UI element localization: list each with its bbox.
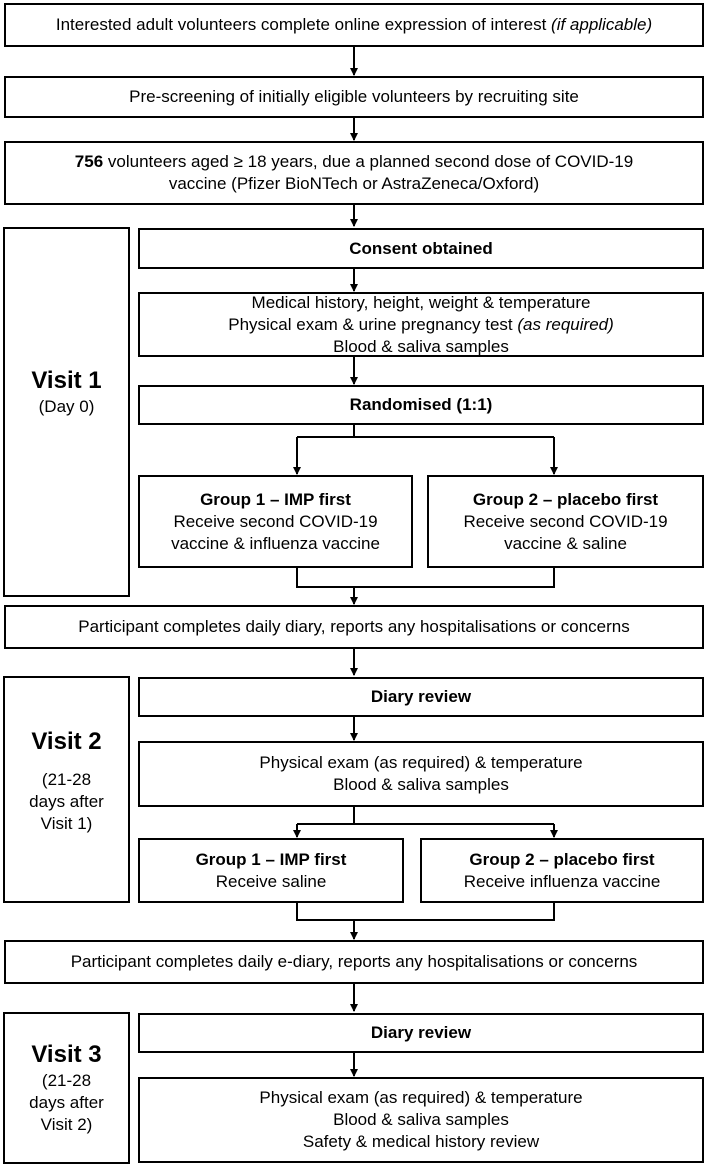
medical-line2: Physical exam & urine pregnancy test (as… xyxy=(228,314,614,336)
step3-line1-text: volunteers aged ≥ 18 years, due a planne… xyxy=(103,152,634,171)
visit2-diary-review-box: Diary review xyxy=(138,677,704,717)
visit2-review-text: Diary review xyxy=(370,687,472,706)
visit2-sub3: Visit 1) xyxy=(40,814,93,833)
step3-line1: 756 volunteers aged ≥ 18 years, due a pl… xyxy=(75,151,633,173)
visit2-group1-title: Group 1 – IMP first xyxy=(195,849,347,869)
medical-line1: Medical history, height, weight & temper… xyxy=(251,292,591,312)
step3-line2: vaccine (Pfizer BioNTech or AstraZeneca/… xyxy=(168,174,540,193)
visit1-group1-title: Group 1 – IMP first xyxy=(200,489,351,509)
visit3-frame xyxy=(3,1012,130,1164)
consent-box: Consent obtained xyxy=(138,228,704,269)
merge-v2 xyxy=(296,903,555,921)
volunteer-count: 756 xyxy=(74,152,104,171)
visit3-exam-line1: Physical exam (as required) & temperatur… xyxy=(259,1088,583,1107)
visit2-exam-line2: Blood & saliva samples xyxy=(333,775,509,794)
visit3-label: Visit 3 (21-28 days after Visit 2) xyxy=(4,1040,129,1136)
visit1-subtitle: (Day 0) xyxy=(38,397,95,416)
diary2-box: Participant completes daily e-diary, rep… xyxy=(4,940,704,984)
randomised-box: Randomised (1:1) xyxy=(138,385,704,425)
visit2-group1-line1: Receive saline xyxy=(215,871,327,891)
visit2-group2-box: Group 2 – placebo first Receive influenz… xyxy=(420,838,704,903)
visit2-group2-title: Group 2 – placebo first xyxy=(469,849,655,869)
visit3-exam-line2: Blood & saliva samples xyxy=(333,1110,509,1129)
step2-text: Pre-screening of initially eligible volu… xyxy=(129,87,579,106)
visit1-group1-box: Group 1 – IMP first Receive second COVID… xyxy=(138,475,413,568)
visit2-frame xyxy=(3,676,130,903)
step-pre-screening: Pre-screening of initially eligible volu… xyxy=(4,76,704,118)
medical-line2-note: (as required) xyxy=(517,314,614,334)
visit2-exam-box: Physical exam (as required) & temperatur… xyxy=(138,741,704,807)
visit2-title: Visit 2 xyxy=(31,728,102,755)
step1-note: (if applicable) xyxy=(551,15,653,34)
visit1-group2-title: Group 2 – placebo first xyxy=(472,489,659,509)
visit1-group2-line1: Receive second COVID-19 xyxy=(463,511,668,531)
step-expression-of-interest: Interested adult volunteers complete onl… xyxy=(4,3,704,47)
visit2-sub1: (21-28 xyxy=(41,770,92,789)
step1-text-line: Interested adult volunteers complete onl… xyxy=(56,14,652,36)
visit3-exam-box: Physical exam (as required) & temperatur… xyxy=(138,1077,704,1163)
visit2-label: Visit 2 (21-28 days after Visit 1) xyxy=(4,727,129,835)
visit2-group1-box: Group 1 – IMP first Receive saline xyxy=(138,838,404,903)
visit3-review-text: Diary review xyxy=(370,1023,472,1042)
step1-text: Interested adult volunteers complete onl… xyxy=(55,15,552,34)
visit2-exam-line1: Physical exam (as required) & temperatur… xyxy=(259,753,583,772)
diary1-text: Participant completes daily diary, repor… xyxy=(78,617,630,636)
visit1-title: Visit 1 xyxy=(31,367,102,394)
visit1-label: Visit 1 (Day 0) xyxy=(4,366,129,418)
visit1-group2-line2: vaccine & saline xyxy=(504,533,627,553)
diary2-text: Participant completes daily e-diary, rep… xyxy=(70,952,638,971)
diary1-box: Participant completes daily diary, repor… xyxy=(4,605,704,649)
visit1-group1-line2: vaccine & influenza vaccine xyxy=(171,533,380,553)
visit1-group2-box: Group 2 – placebo first Receive second C… xyxy=(427,475,704,568)
visit1-frame xyxy=(3,227,130,597)
step-volunteers: 756 volunteers aged ≥ 18 years, due a pl… xyxy=(4,141,704,205)
medical-line2-text: Physical exam & urine pregnancy test xyxy=(228,314,518,334)
visit3-sub1: (21-28 xyxy=(41,1071,92,1090)
consent-text: Consent obtained xyxy=(349,238,493,258)
visit3-sub2: days after xyxy=(29,1093,104,1112)
medical-history-box: Medical history, height, weight & temper… xyxy=(138,292,704,357)
visit3-exam-line3: Safety & medical history review xyxy=(302,1132,540,1151)
visit1-group1-line1: Receive second COVID-19 xyxy=(173,511,378,531)
visit2-group2-line1: Receive influenza vaccine xyxy=(463,871,661,891)
medical-line3: Blood & saliva samples xyxy=(333,336,509,356)
visit3-diary-review-box: Diary review xyxy=(138,1013,704,1053)
visit3-sub3: Visit 2) xyxy=(40,1115,93,1134)
visit2-sub2: days after xyxy=(29,792,104,811)
randomised-text: Randomised (1:1) xyxy=(349,395,493,414)
merge-v1 xyxy=(296,568,555,588)
visit3-title: Visit 3 xyxy=(31,1041,102,1068)
